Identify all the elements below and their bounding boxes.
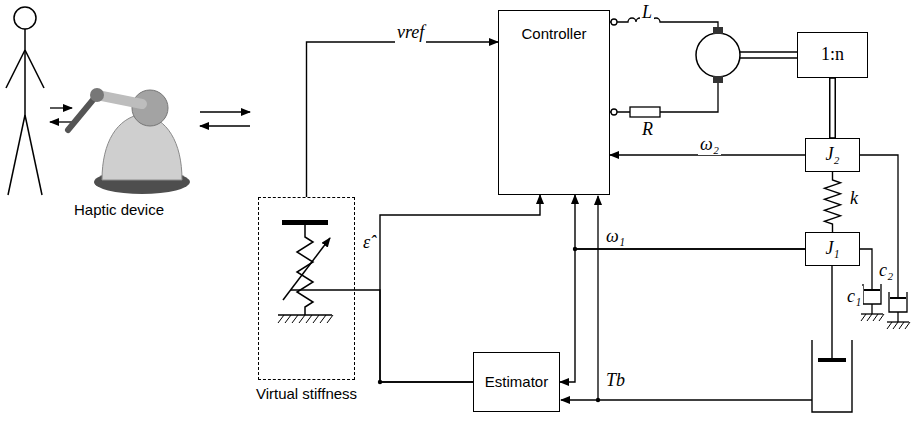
gearbox-box: 1:n xyxy=(797,32,868,78)
variable-spring-symbol xyxy=(278,220,355,323)
inductor-label: L xyxy=(640,2,654,23)
damping-label: c₁ xyxy=(845,286,863,307)
torque-signal-wire xyxy=(378,196,812,402)
signal-name: ε̂ xyxy=(361,232,372,253)
signal-connector xyxy=(575,195,805,249)
damper-symbols xyxy=(860,155,910,329)
node-label: J₁ xyxy=(825,238,839,260)
node-label: Controller xyxy=(521,25,586,43)
estimator-box: Estimator xyxy=(473,352,560,412)
node-label: 1:n xyxy=(821,44,844,66)
haptic-device-picture xyxy=(68,88,190,194)
signal-connector xyxy=(307,42,499,197)
inertia-box: J₁ xyxy=(805,232,860,266)
motor-circuit xyxy=(610,18,797,117)
inertia-box: J₂ xyxy=(805,138,860,172)
signal-name: Tb xyxy=(604,370,627,391)
box-heading: Virtual stiffness xyxy=(256,385,357,403)
shaft-connector xyxy=(832,78,833,138)
signal-name: ω₂ xyxy=(698,134,721,155)
damping-label: c₂ xyxy=(877,260,895,281)
resistor-label: R xyxy=(640,119,655,140)
node-label: Estimator xyxy=(485,373,548,391)
signal-connector xyxy=(560,249,805,382)
spring-connector xyxy=(825,172,841,232)
device-caption: Haptic device xyxy=(72,201,166,218)
signal-connector xyxy=(355,290,473,382)
virtual-stiffness-box: Virtual stiffness xyxy=(258,197,355,380)
signal-name: k xyxy=(848,188,860,209)
controller-box: Controller xyxy=(498,10,610,195)
signal-name: ω₁ xyxy=(604,226,627,247)
signal-name: vref xyxy=(395,22,426,43)
person-figure xyxy=(6,7,44,195)
node-label: J₂ xyxy=(825,144,839,166)
